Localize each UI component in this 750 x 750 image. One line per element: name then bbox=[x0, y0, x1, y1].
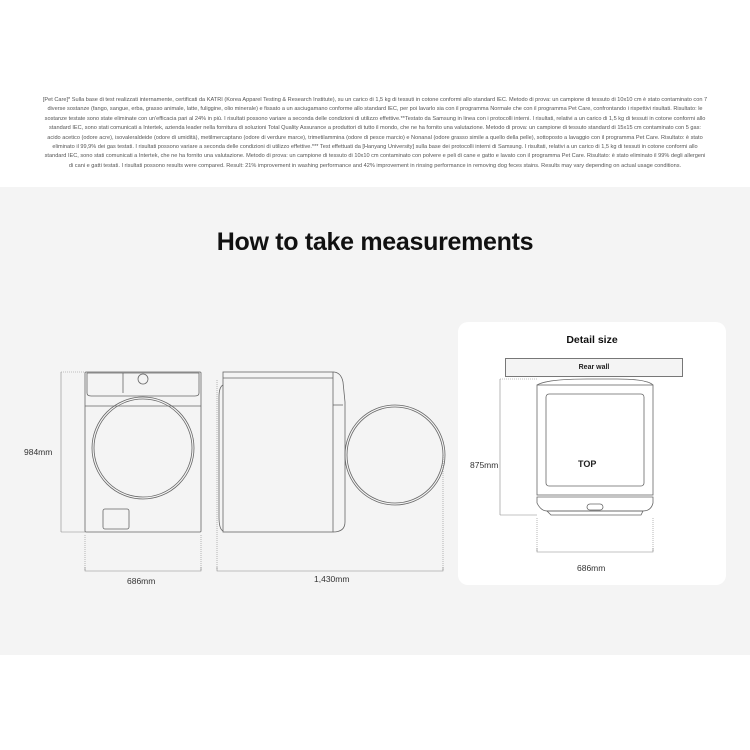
top-view-drawing bbox=[499, 378, 654, 553]
front-width-label: 686mm bbox=[127, 576, 156, 586]
rear-wall-box: Rear wall bbox=[505, 358, 683, 377]
side-depth-label: 1,430mm bbox=[314, 574, 350, 584]
legal-disclaimer: [Pet Care]* Sulla base di test realizzat… bbox=[42, 97, 708, 169]
side-view-washer bbox=[218, 371, 446, 533]
detail-size-card: Detail size Rear wall TOP 875mm 686mm bbox=[458, 322, 726, 585]
front-height-label: 984mm bbox=[24, 447, 53, 457]
top-label: TOP bbox=[578, 459, 597, 469]
section-title: How to take measurements bbox=[216, 228, 534, 256]
detail-depth-label: 875mm bbox=[470, 460, 499, 470]
front-view-washer bbox=[84, 371, 202, 533]
detail-width-label: 686mm bbox=[577, 563, 606, 573]
detail-size-title: Detail size bbox=[566, 334, 618, 346]
